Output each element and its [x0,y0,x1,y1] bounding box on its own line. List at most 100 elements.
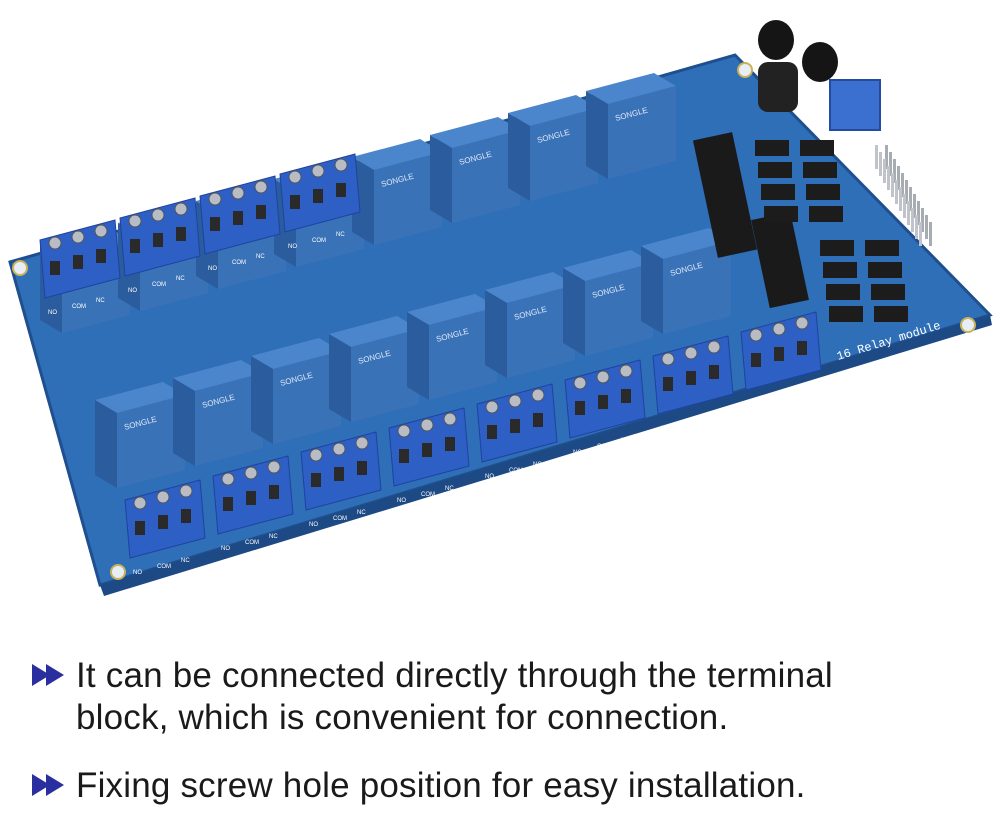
feature-item: Fixing screw hole position for easy inst… [30,765,980,807]
relay: SONGLE [251,338,341,444]
terminal-label: NC [357,510,366,516]
terminal-slot [797,341,807,355]
screw-hole [737,62,753,78]
terminal-screw [174,202,188,216]
terminal-screw [71,230,85,244]
inductor [758,62,798,112]
screw-hole [12,260,28,276]
relay-top [407,294,497,325]
relay: SONGLE [173,360,263,466]
header-pin [903,194,906,218]
power-terminal [829,79,881,131]
header-pin [875,145,878,169]
terminal-screw [221,472,235,486]
terminal-slot [135,521,145,535]
terminal-label: NC [181,558,190,564]
terminal-slot [445,437,455,451]
terminal-screw [151,208,165,222]
terminal-label: NO [573,450,582,456]
relay: SONGLE [329,316,419,422]
terminal-screw [661,352,675,366]
terminal-label: NC [709,414,718,420]
terminal-label: NC [269,534,278,540]
terminal-screw [94,224,108,238]
relay: SONGLE [485,272,575,378]
terminal-screw [309,448,323,462]
terminal-screw [772,322,786,336]
terminal-slot [210,217,220,231]
terminal-label: NO [221,546,230,552]
feature-line: It can be connected directly through the… [76,656,833,695]
header-pin [887,166,890,190]
terminal-screw [397,424,411,438]
terminal-slot [336,183,346,197]
terminal-slot [158,515,168,529]
relay-front [585,263,653,356]
terminal-label: COM [685,420,699,426]
terminal-label: NC [621,438,630,444]
terminal-slot [313,189,323,203]
terminal-slot [334,467,344,481]
terminal-screw [420,418,434,432]
terminal-label: NC [797,390,806,396]
relay-side [641,246,663,334]
terminal-label: NC [533,462,542,468]
header-pin [907,201,910,225]
relay-top [563,250,653,281]
optocoupler [758,162,792,178]
terminal-label: COM [72,304,86,310]
terminal-label: NO [485,474,494,480]
double-triangle-arrow-icon [30,765,76,805]
feature-list: It can be connected directly through the… [30,655,980,833]
terminal-screw [334,158,348,172]
terminal-slot [399,449,409,463]
terminal-slot [153,233,163,247]
relay-top [485,272,575,303]
terminal-label: COM [312,238,326,244]
ic-chip [692,132,758,258]
terminal-label: NC [336,232,345,238]
relay: SONGLE [508,95,598,201]
header-pin [911,208,914,232]
terminal-label: COM [773,396,787,402]
optocoupler [803,162,837,178]
terminal-screw [311,164,325,178]
terminal-slot [96,249,106,263]
feature-text: It can be connected directly through the… [76,655,833,739]
header-pin [925,215,928,239]
header-pin [915,215,918,239]
optocoupler [764,206,798,222]
relay: SONGLE [407,294,497,400]
relay-front [429,307,497,400]
relay-front [530,108,598,201]
terminal-slot [50,261,60,275]
terminal-screw [156,490,170,504]
terminal-slot [357,461,367,475]
terminal-screw [573,376,587,390]
relay-side [95,400,117,488]
relay: SONGLE [641,228,731,334]
relay-side [485,290,507,378]
feature-line: Fixing screw hole position for easy inst… [76,766,806,805]
capacitor [802,42,838,82]
terminal-slot [575,401,585,415]
optocoupler [809,206,843,222]
terminal-label: NC [256,254,265,260]
relay-front [608,86,676,179]
header-pin [893,159,896,183]
relay: SONGLE [352,139,442,245]
terminal-label: COM [152,282,166,288]
header-pin [909,187,912,211]
terminal-slot [422,443,432,457]
capacitor [758,20,794,60]
header-pin [917,201,920,225]
optocoupler [761,184,795,200]
relay-front [374,152,442,245]
terminal-slot [130,239,140,253]
terminal-screw [684,346,698,360]
header-pin [889,152,892,176]
